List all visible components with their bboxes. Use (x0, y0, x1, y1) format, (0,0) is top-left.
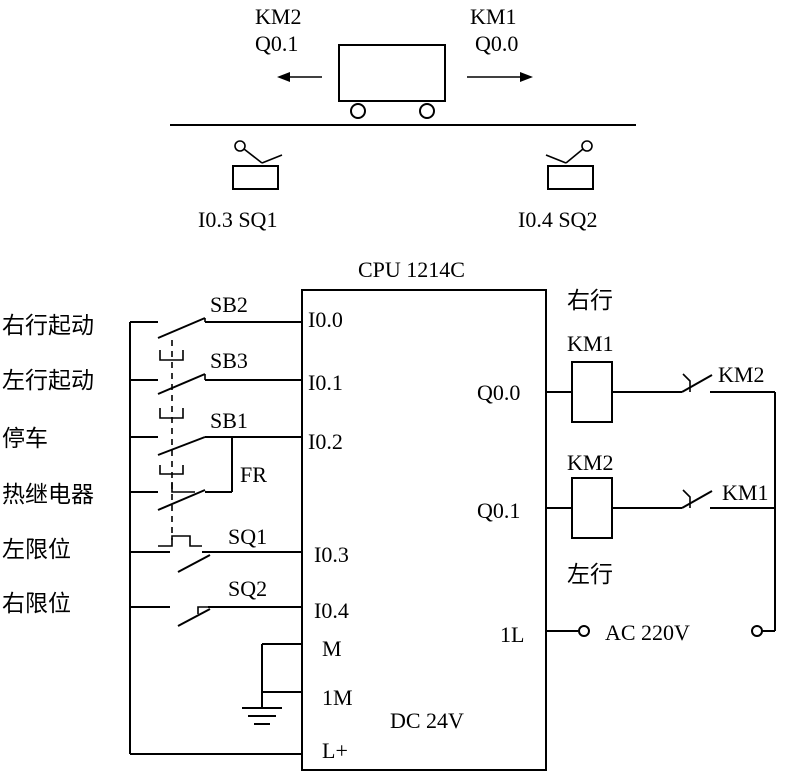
km1-interlock-contact-icon (681, 489, 775, 509)
terminal-q0-0: Q0.0 (477, 380, 520, 405)
terminal-i0-4: I0.4 (314, 598, 349, 623)
label-right-limit: 右限位 (2, 591, 71, 617)
km1-coil-icon (571, 361, 613, 423)
cart-left-output-label: Q0.1 (255, 31, 298, 56)
label-thermal-relay: 热继电器 (2, 482, 94, 508)
plc-body (301, 289, 547, 771)
cart-section: KM2 Q0.1 KM1 Q0.0 I (170, 4, 636, 232)
input-wiring: SB2 SB3 SB1 FR (129, 292, 302, 755)
interlock-km2-label: KM2 (718, 362, 764, 387)
sb3-switch-icon (157, 373, 302, 395)
label-left-start: 左行起动 (2, 368, 94, 394)
coil-km2-label: KM2 (567, 450, 613, 475)
terminal-i0-2: I0.2 (308, 429, 343, 454)
terminal-m: M (322, 636, 342, 661)
terminal-i0-3: I0.3 (314, 542, 349, 567)
cart-left-contactor-label: KM2 (255, 4, 301, 29)
fr-contact-icon (157, 437, 233, 511)
label-right-start: 右行起动 (2, 313, 94, 339)
sb1-switch-icon (157, 436, 302, 456)
pushbutton-linkage-icon (158, 340, 202, 547)
right-arrow (467, 72, 533, 82)
output-wiring: 右行 KM1 KM2 左行 KM2 KM1 AC 220V (546, 288, 776, 645)
sb3-label: SB3 (210, 348, 248, 373)
sb2-switch-icon (157, 317, 302, 339)
sq2-label: SQ2 (228, 576, 267, 601)
sq1-label: SQ1 (228, 524, 267, 549)
fr-label: FR (240, 462, 267, 487)
km2-coil-icon (571, 477, 613, 539)
left-arrow (277, 72, 322, 82)
supply-terminal-right-icon (751, 625, 763, 637)
cart-right-contactor-label: KM1 (470, 4, 516, 29)
right-limit-label: I0.4 SQ2 (518, 207, 597, 232)
cart-icon (338, 44, 446, 119)
label-left-travel: 左行 (567, 562, 613, 588)
cart-right-output-label: Q0.0 (475, 31, 518, 56)
coil-km1-label: KM1 (567, 331, 613, 356)
interlock-km1-label: KM1 (722, 480, 768, 505)
ac-supply-label: AC 220V (605, 620, 690, 645)
label-left-limit: 左限位 (2, 537, 71, 563)
plc-block: CPU 1214C I0.0 I0.1 I0.2 I0.3 I0.4 M 1M … (301, 257, 547, 771)
label-stop: 停车 (2, 426, 48, 452)
terminal-i0-0: I0.0 (308, 307, 343, 332)
km2-interlock-contact-icon (681, 373, 775, 393)
terminal-i0-1: I0.1 (308, 370, 343, 395)
sq1-switch-icon (177, 551, 302, 573)
terminal-q0-1: Q0.1 (477, 498, 520, 523)
terminal-1l: 1L (500, 622, 524, 647)
supply-terminal-left-icon (578, 625, 590, 637)
terminal-1m: 1M (322, 685, 353, 710)
plc-supply-label: DC 24V (390, 708, 464, 733)
sb2-label: SB2 (210, 292, 248, 317)
sb1-label: SB1 (210, 408, 248, 433)
right-limit-switch-icon (545, 140, 594, 190)
input-labels: 右行起动 左行起动 停车 热继电器 左限位 右限位 (2, 313, 94, 617)
left-limit-switch-icon (232, 140, 283, 190)
label-right-travel: 右行 (567, 288, 613, 314)
sq2-switch-icon (177, 606, 302, 627)
ground-icon (242, 643, 302, 725)
plc-title: CPU 1214C (358, 257, 465, 282)
terminal-lplus: L+ (322, 738, 348, 763)
left-limit-label: I0.3 SQ1 (198, 207, 277, 232)
